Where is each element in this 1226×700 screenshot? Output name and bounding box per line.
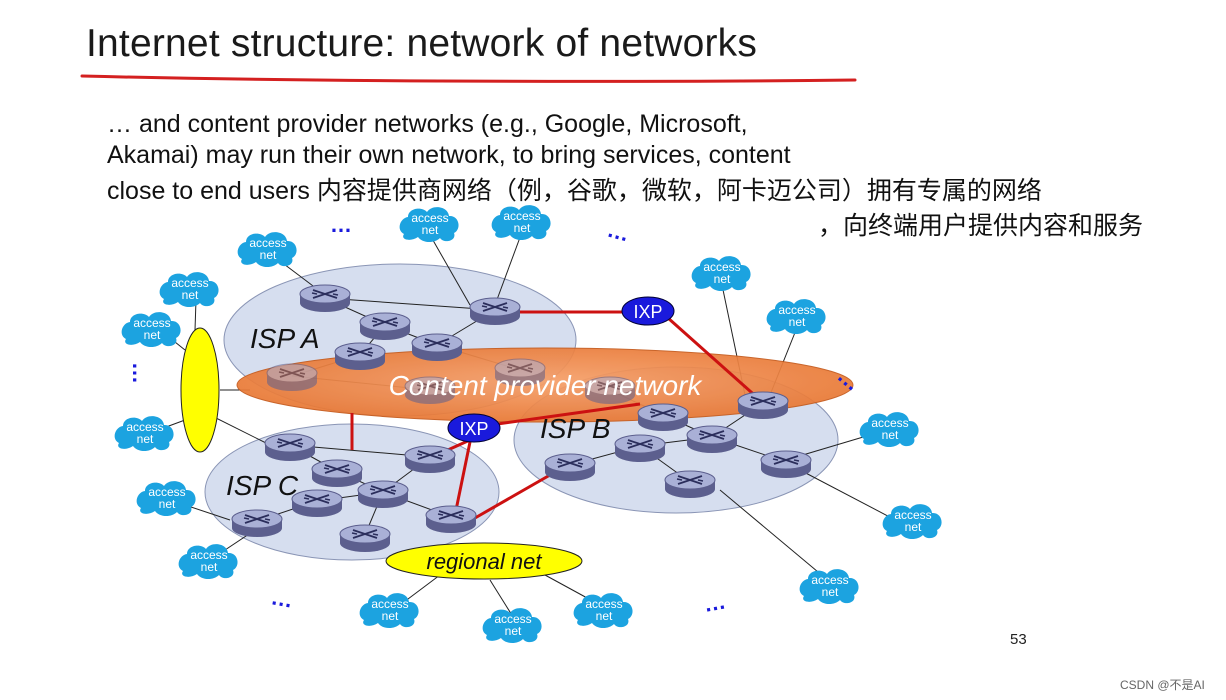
body-text-line-3: close to end users 内容提供商网络（例，谷歌，微软，阿卡迈公司… <box>107 171 1042 207</box>
ixp-middle-label: IXP <box>459 419 488 439</box>
svg-text:net: net <box>144 328 161 342</box>
svg-text:net: net <box>882 428 899 442</box>
isp-b-label: ISP B <box>540 413 611 444</box>
title-underline <box>80 74 857 83</box>
watermark: CSDN @不是AI <box>1120 678 1205 692</box>
svg-text:access: access <box>894 508 931 522</box>
svg-text:net: net <box>137 432 154 446</box>
svg-text:net: net <box>201 560 218 574</box>
svg-text:net: net <box>714 272 731 286</box>
svg-text:net: net <box>905 520 922 534</box>
slide-title: Internet structure: network of networks <box>86 22 758 65</box>
isp-a-label: ISP A <box>250 323 320 354</box>
left-regional-net <box>180 327 220 453</box>
peering-links <box>350 310 761 520</box>
svg-text:access: access <box>871 416 908 430</box>
regional-net-label: regional net <box>427 549 543 574</box>
ixp-top-label: IXP <box>633 302 662 322</box>
page-number: 53 <box>1010 631 1027 648</box>
svg-text:access: access <box>411 211 448 225</box>
svg-text:access: access <box>585 597 622 611</box>
svg-text:net: net <box>260 248 277 262</box>
svg-text:access: access <box>133 316 170 330</box>
svg-text:net: net <box>382 609 399 623</box>
svg-text:net: net <box>789 315 806 329</box>
body-text-line-2: Akamai) may run their own network, to br… <box>107 141 791 169</box>
svg-text:access: access <box>811 573 848 587</box>
svg-text:access: access <box>494 612 531 626</box>
ellipsis-bottom-right: … <box>702 588 728 616</box>
ixp-top <box>621 296 675 326</box>
ixp-middle <box>447 413 501 443</box>
svg-text:net: net <box>159 497 176 511</box>
svg-text:net: net <box>822 585 839 599</box>
ellipsis-top-right: … <box>605 217 633 247</box>
svg-text:access: access <box>703 260 740 274</box>
svg-text:access: access <box>148 485 185 499</box>
chinese-annotation-line-1: 内容提供商网络（例，谷歌，微软，阿卡迈公司）拥有专属的网络 <box>316 176 1042 205</box>
svg-text:access: access <box>503 209 540 223</box>
isp-c-label: ISP C <box>226 470 299 501</box>
svg-text:net: net <box>505 624 522 638</box>
svg-text:net: net <box>422 223 439 237</box>
svg-text:access: access <box>190 548 227 562</box>
body-text-line-1: … and content provider networks (e.g., G… <box>107 110 748 138</box>
body-text-line-3-en: close to end users <box>107 177 310 205</box>
ellipsis-bottom-left: … <box>269 584 295 612</box>
ellipsis-left: … <box>128 362 153 384</box>
regional-net <box>385 542 583 580</box>
svg-text:access: access <box>171 276 208 290</box>
chinese-annotation-line-2: ，向终端用户提供内容和服务 <box>818 211 1144 240</box>
svg-text:access: access <box>371 597 408 611</box>
svg-text:net: net <box>596 609 613 623</box>
svg-text:net: net <box>514 221 531 235</box>
svg-text:access: access <box>126 420 163 434</box>
svg-text:net: net <box>182 288 199 302</box>
svg-text:access: access <box>249 236 286 250</box>
content-provider-network <box>236 347 854 423</box>
ellipsis-top-left: … <box>330 212 352 237</box>
content-provider-label: Content provider network <box>389 370 704 401</box>
svg-text:access: access <box>778 303 815 317</box>
